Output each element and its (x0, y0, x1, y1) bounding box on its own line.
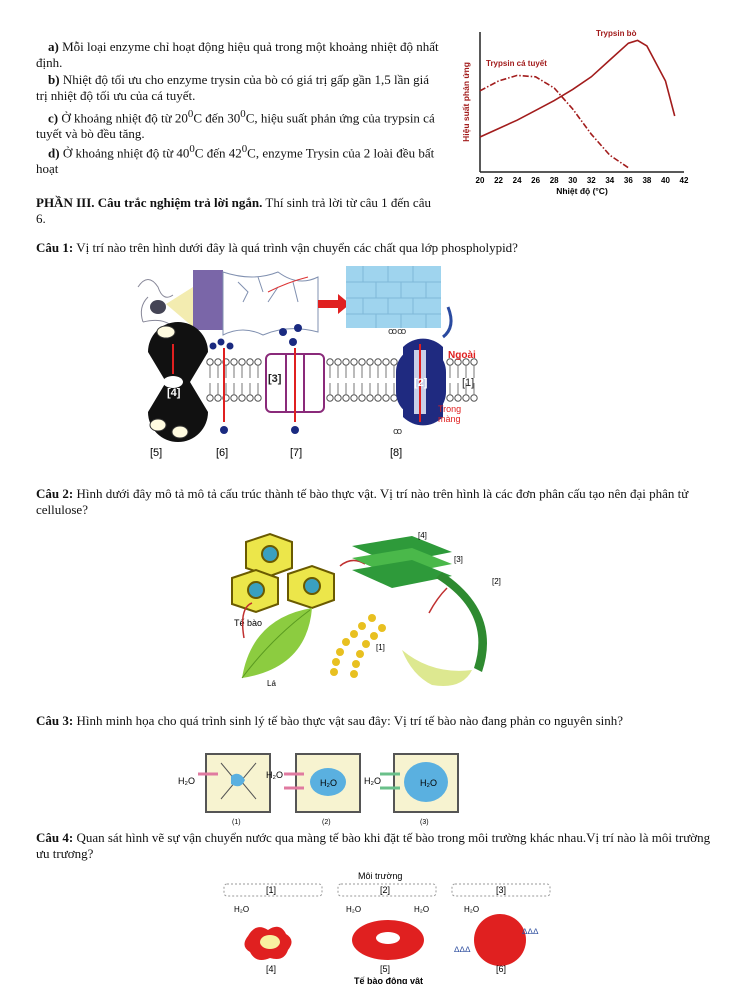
label-1: [1] (376, 643, 385, 652)
label-6: [6] (496, 964, 506, 974)
label-cell-1: (1) (232, 819, 241, 826)
x-tick-label: 32 (587, 176, 596, 185)
x-tick-label: 34 (605, 176, 614, 185)
water-label-2: H₂O (320, 778, 337, 788)
label-inside-2: màng (438, 414, 461, 424)
glucose-chain (330, 614, 386, 678)
label-3: [3] (268, 373, 282, 385)
water-label-6: H₂O (464, 905, 479, 914)
fibril-layers (352, 536, 452, 588)
series-label-0: Trypsin bò (596, 29, 637, 38)
label-4: [4] (167, 387, 181, 399)
water-label-2b: H₂O (266, 770, 283, 780)
label-7: [7] (290, 447, 302, 459)
series-line-1 (479, 74, 629, 169)
statement-b: b) Nhiệt độ tối ưu cho enzyme trysin của… (36, 72, 430, 103)
x-tick-label: 22 (494, 176, 503, 185)
x-tick-label: 36 (624, 176, 633, 185)
question-3: Câu 3: Hình minh họa cho quá trình sinh … (36, 713, 624, 728)
label-cell-3: (3) (420, 819, 429, 826)
x-tick-label: 24 (513, 176, 522, 185)
label-environment: Môi trường (358, 871, 402, 881)
cell-normal (352, 920, 424, 960)
label-3: [3] (454, 555, 463, 564)
label-cell-2: (2) (322, 819, 331, 826)
svg-text:ꝏ: ꝏ (393, 426, 402, 436)
tissue-sketch (137, 266, 453, 339)
cell-shrunk (244, 926, 292, 960)
label-2: [2] (492, 577, 501, 586)
label-env-1: [1] (266, 885, 276, 895)
svg-text:ᐃᐃᐃ: ᐃᐃᐃ (522, 927, 539, 936)
x-tick-label: 30 (568, 176, 577, 185)
plasmolysis-figure: H₂O H₂O H₂O H₂O H₂O (1) (2) (3) (178, 753, 459, 826)
label-leaf: Lá (267, 679, 276, 688)
label-6: [6] (216, 447, 228, 459)
water-label-3b: H₂O (364, 776, 381, 786)
x-tick-label: 20 (476, 176, 485, 185)
membrane-transport-figure: ꝏꝏ ꝏ [4] [3] [2] [1] Ngoài Trong màng [5… (137, 266, 478, 459)
statement-a: a) Mỗi loại enzyme chỉ hoạt động hiệu qu… (36, 39, 439, 70)
cell-swollen: ᐃᐃᐃ ᐃᐃᐃ (454, 914, 539, 966)
label-1: [1] (462, 377, 474, 389)
x-axis-label: Nhiệt độ (°C) (556, 186, 608, 196)
series-line-0 (479, 39, 676, 138)
question-4: Câu 4: Quan sát hình vẽ sự vận chuyển nư… (36, 830, 711, 861)
water-label-5b: H₂O (414, 905, 429, 914)
question-1: Câu 1: Vị trí nào trên hình dưới đây là … (36, 240, 518, 255)
cell-2 (284, 753, 361, 813)
x-tick-label: 42 (680, 176, 689, 185)
x-tick-label: 28 (550, 176, 559, 185)
leaf (241, 608, 312, 679)
y-axis-label: Hiệu suất phản ứng (461, 62, 471, 142)
statement-d: d) Ở khoảng nhiệt độ từ 400C đến 420C, e… (36, 143, 435, 177)
cell-1 (198, 753, 271, 813)
x-tick-label: 40 (661, 176, 670, 185)
osmosis-figure: Môi trường [1] [2] [3] H₂O H₂O H₂O H₂O ᐃ… (223, 871, 551, 984)
label-4: [4] (266, 964, 276, 974)
water-label-4: H₂O (234, 905, 249, 914)
series-label-1: Trypsin cá tuyết (486, 59, 547, 68)
svg-text:ᐃᐃᐃ: ᐃᐃᐃ (454, 945, 471, 954)
cell-wall-figure: Tế bào [4] [3] [2] [1] Lá (231, 531, 501, 688)
x-tick-label: 38 (642, 176, 651, 185)
label-env-3: [3] (496, 885, 506, 895)
label-8: [8] (390, 447, 402, 459)
plant-cells (231, 532, 335, 614)
label-5: [5] (150, 447, 162, 459)
water-label-5a: H₂O (346, 905, 361, 914)
svg-text:ꝏꝏ: ꝏꝏ (388, 326, 406, 336)
label-4: [4] (418, 531, 427, 540)
label-cell: Tế bào (234, 618, 262, 628)
label-5: [5] (380, 964, 390, 974)
caption: Tế bào động vật (354, 976, 423, 984)
x-tick-label: 26 (531, 176, 540, 185)
label-env-2: [2] (380, 885, 390, 895)
cell-3 (380, 753, 459, 813)
question-2: Câu 2: Hình dưới đây mô tả mô tả cấu trú… (36, 486, 689, 517)
statement-c: c) Ở khoảng nhiệt độ từ 200C đến 300C, h… (36, 108, 435, 142)
label-2: [2] (414, 377, 428, 389)
label-outside: Ngoài (448, 350, 476, 361)
water-label-3: H₂O (420, 778, 437, 788)
water-label-1: H₂O (178, 776, 195, 786)
section-heading: PHẦN III. Câu trắc nghiệm trả lời ngắn. … (36, 195, 431, 226)
label-inside-1: Trong (438, 404, 461, 414)
